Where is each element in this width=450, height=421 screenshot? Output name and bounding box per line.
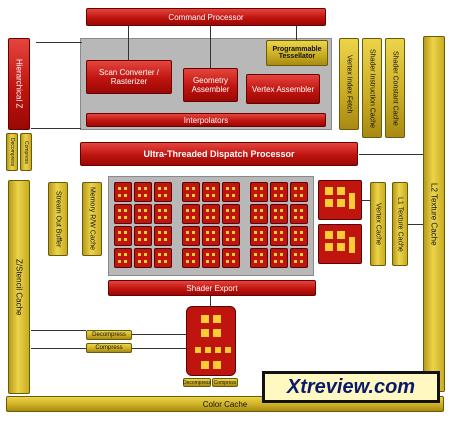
simd-cell <box>114 204 132 224</box>
simd-cell <box>250 182 268 202</box>
scan-converter: Scan Converter / Rasterizer <box>86 60 172 94</box>
connector-line <box>210 296 211 306</box>
connector-line <box>31 330 86 331</box>
command-processor: Command Processor <box>86 8 326 26</box>
connector-line <box>362 200 370 201</box>
vertex-index-fetch: Vertex Index Fetch <box>339 38 359 130</box>
render-backend <box>186 306 236 376</box>
simd-cell <box>202 182 220 202</box>
connector-line <box>296 26 297 40</box>
watermark-logo: Xtreview.com <box>262 371 440 403</box>
l1-texture-cache: L1 Texture Cache <box>392 182 408 266</box>
simd-cell <box>222 248 240 268</box>
simd-cell <box>154 248 172 268</box>
simd-cell <box>154 182 172 202</box>
simd-cell <box>250 248 268 268</box>
connector-line <box>31 128 81 129</box>
simd-cell <box>182 226 200 246</box>
simd-cell <box>114 226 132 246</box>
rb-decompress-tag: Decompress <box>182 378 212 387</box>
connector-line <box>359 154 423 155</box>
simd-cell <box>202 248 220 268</box>
simd-cell <box>250 226 268 246</box>
shader-instruction-cache: Shader Instruction Cache <box>362 38 382 138</box>
shader-export: Shader Export <box>108 280 316 296</box>
simd-cell <box>114 248 132 268</box>
connector-line <box>408 224 423 225</box>
connector-line <box>210 26 211 68</box>
rb-compress-tag: Compress <box>212 378 238 387</box>
l2-texture-cache: L2 Texture Cache <box>423 36 445 392</box>
simd-cell <box>134 182 152 202</box>
programmable-tessellator: Programmable Tessellator <box>266 40 328 66</box>
simd-cell <box>222 204 240 224</box>
simd-cell <box>290 182 308 202</box>
simd-cell <box>290 226 308 246</box>
connector-line <box>31 348 86 349</box>
texture-unit-top <box>318 180 362 220</box>
stream-out-buffer: Stream Out Buffer <box>48 182 68 256</box>
simd-cell <box>134 226 152 246</box>
vertex-cache: Vertex Cache <box>370 182 386 266</box>
simd-cell <box>134 204 152 224</box>
connector-line <box>36 42 82 43</box>
compress-tag-top: Compress <box>20 133 32 171</box>
geometry-assembler: Geometry Assembler <box>183 68 238 102</box>
hierarchical-z: Hierarchical Z <box>8 38 30 130</box>
connector-line <box>132 348 186 349</box>
connector-line <box>128 26 129 60</box>
simd-cell <box>134 248 152 268</box>
simd-cell <box>182 182 200 202</box>
simd-cell <box>270 226 288 246</box>
simd-cell <box>270 182 288 202</box>
texture-unit-bottom <box>318 224 362 264</box>
decompress-tag-top: Decompress <box>6 133 18 171</box>
simd-cell <box>222 182 240 202</box>
simd-cell <box>290 248 308 268</box>
simd-cell <box>182 248 200 268</box>
simd-cell <box>182 204 200 224</box>
simd-cell <box>250 204 268 224</box>
interpolators: Interpolators <box>86 113 326 127</box>
simd-cell <box>222 226 240 246</box>
simd-cell <box>202 226 220 246</box>
shader-constant-cache: Shader Constant Cache <box>385 38 405 138</box>
memory-rw-cache: Memory R/W Cache <box>82 182 102 256</box>
zstencil-cache: Z/Stencil Cache <box>8 180 30 394</box>
dispatch-processor: Ultra-Threaded Dispatch Processor <box>80 142 358 166</box>
compress-tag-bottom: Compress <box>86 343 132 353</box>
simd-cell <box>114 182 132 202</box>
simd-cell <box>270 248 288 268</box>
simd-cell <box>154 204 172 224</box>
simd-cell <box>154 226 172 246</box>
simd-cell <box>202 204 220 224</box>
simd-cell <box>290 204 308 224</box>
simd-cell <box>270 204 288 224</box>
connector-line <box>132 334 186 335</box>
vertex-assembler: Vertex Assembler <box>246 74 320 104</box>
decompress-tag-bottom: Decompress <box>86 330 132 340</box>
